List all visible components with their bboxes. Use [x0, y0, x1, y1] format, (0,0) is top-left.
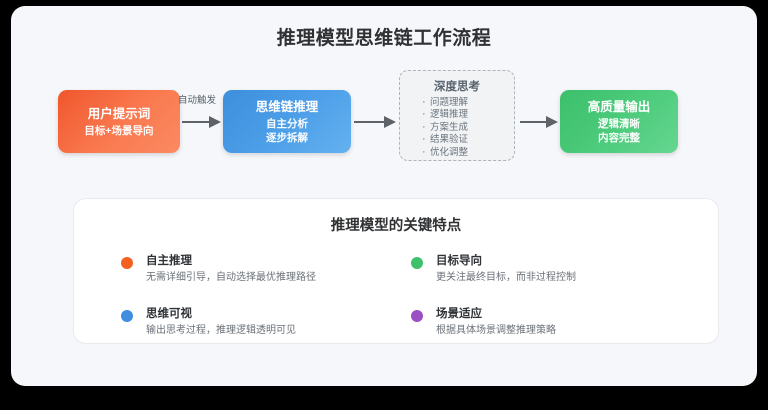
arrow-shaft — [354, 121, 384, 123]
list-item: 优化调整 — [422, 146, 514, 159]
flow-arrow-2 — [354, 116, 396, 128]
feature-item-goal-oriented[interactable]: 目标导向 更关注最终目标，而非过程控制 — [411, 254, 681, 285]
key-features-card: 推理模型的关键特点 自主推理 无需详细引导，自动选择最优推理路径 目标导向 更关… — [73, 198, 719, 344]
list-item: 结果验证 — [422, 133, 514, 146]
bullet-dot-icon — [411, 310, 423, 322]
flow-arrow-1 — [182, 116, 221, 128]
flow-node-title: 高质量输出 — [587, 99, 651, 114]
arrow-head-icon — [384, 116, 396, 128]
feature-title: 自主推理 — [146, 255, 192, 267]
arrow-head-icon — [546, 116, 558, 128]
flow-node-title: 思维链推理 — [255, 99, 319, 114]
feature-description: 更关注最终目标，而非过程控制 — [436, 272, 576, 283]
flow-node-subtitle: 逻辑清晰 — [598, 117, 640, 130]
page-title: 推理模型思维链工作流程 — [276, 28, 492, 49]
flow-node-user-prompt[interactable]: 用户提示词 目标+场景导向 — [58, 90, 180, 153]
deep-thinking-list: 问题理解 逻辑推理 方案生成 结果验证 优化调整 — [400, 96, 514, 159]
feature-description: 输出思考过程，推理逻辑透明可见 — [146, 325, 296, 336]
feature-item-autonomous-reasoning[interactable]: 自主推理 无需详细引导，自动选择最优推理路径 — [121, 254, 411, 285]
card-title: 推理模型的关键特点 — [330, 218, 462, 234]
bullet-dot-icon — [121, 257, 133, 269]
list-item: 逻辑推理 — [422, 108, 514, 121]
flow-node-subtitle: 自主分析 — [266, 117, 308, 130]
arrow-head-icon — [209, 116, 221, 128]
feature-description: 无需详细引导，自动选择最优推理路径 — [146, 272, 316, 283]
bullet-dot-icon — [121, 310, 133, 322]
feature-grid: 自主推理 无需详细引导，自动选择最优推理路径 目标导向 更关注最终目标，而非过程… — [121, 254, 681, 338]
feature-title: 思维可视 — [146, 308, 192, 320]
feature-title: 目标导向 — [436, 255, 482, 267]
flow-node-title: 用户提示词 — [87, 106, 151, 121]
list-item: 方案生成 — [422, 121, 514, 134]
flow-arrow-3 — [520, 116, 558, 128]
flow-node-subtitle: 内容完整 — [598, 131, 640, 144]
flow-node-subtitle: 逐步拆解 — [266, 131, 308, 144]
feature-item-scenario-adaptive[interactable]: 场景适应 根据具体场景调整推理策略 — [411, 307, 681, 338]
feature-description: 根据具体场景调整推理策略 — [436, 325, 556, 336]
flow-node-subtitle: 目标+场景导向 — [84, 124, 154, 137]
page-container: 推理模型思维链工作流程 用户提示词 目标+场景导向 自动触发 思维链推理 自主分… — [11, 6, 757, 386]
flow-arrow-1-label: 自动触发 — [178, 95, 217, 106]
list-item: 问题理解 — [422, 96, 514, 109]
feature-title: 场景适应 — [436, 308, 482, 320]
arrow-shaft — [520, 121, 546, 123]
feature-item-visible-thinking[interactable]: 思维可视 输出思考过程，推理逻辑透明可见 — [121, 307, 411, 338]
flow-diagram: 用户提示词 目标+场景导向 自动触发 思维链推理 自主分析 逐步拆解 深度思考 … — [11, 64, 757, 164]
bullet-dot-icon — [411, 257, 423, 269]
flow-node-deep-thinking[interactable]: 深度思考 问题理解 逻辑推理 方案生成 结果验证 优化调整 — [399, 70, 515, 161]
flow-node-title: 深度思考 — [434, 81, 480, 93]
flow-node-high-quality-output[interactable]: 高质量输出 逻辑清晰 内容完整 — [560, 90, 678, 153]
arrow-shaft — [182, 121, 209, 123]
flow-node-chain-of-thought[interactable]: 思维链推理 自主分析 逐步拆解 — [223, 90, 351, 153]
